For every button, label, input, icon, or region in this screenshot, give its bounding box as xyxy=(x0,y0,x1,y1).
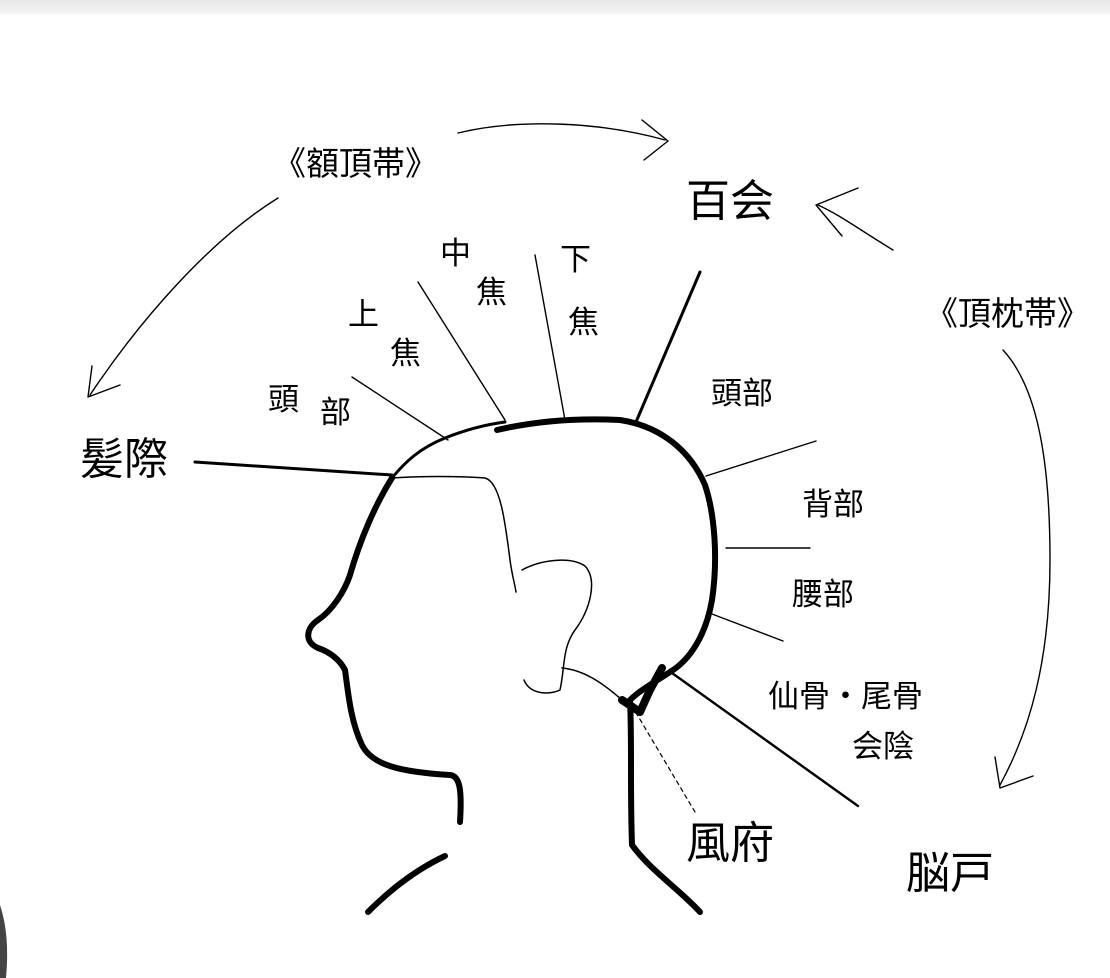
baihui-label: 百会 xyxy=(686,176,774,227)
arrowhead-front-left xyxy=(87,365,121,398)
jaw-line xyxy=(561,667,623,701)
arrow-back-top xyxy=(817,204,894,251)
face-profile xyxy=(305,475,464,825)
head-outline xyxy=(305,416,719,915)
upper-jiao-char-2: 焦 xyxy=(390,336,421,372)
front-head-char-1: 頭 xyxy=(268,382,299,418)
leader-lines xyxy=(193,254,860,813)
leader-back-head xyxy=(705,440,817,477)
naohu-label: 脳戸 xyxy=(906,848,994,899)
leader-lower xyxy=(534,254,566,421)
corner-shadow xyxy=(0,905,8,978)
leader-front-head xyxy=(351,376,449,441)
back-waist-label: 腰部 xyxy=(792,577,854,613)
ear xyxy=(521,559,593,694)
shoulder xyxy=(365,853,448,915)
leader-fajì xyxy=(193,460,394,477)
arrowhead-front-top xyxy=(641,119,669,161)
arrow-back-right xyxy=(999,349,1051,786)
lower-jiao-char-2: 焦 xyxy=(568,305,599,341)
neck-back xyxy=(627,697,703,915)
skull-back xyxy=(494,416,719,703)
arrowhead-back-top xyxy=(815,187,859,237)
fengfu-label: 風府 xyxy=(686,818,774,869)
arrow-front-left xyxy=(89,197,279,396)
front-head-char-2: 部 xyxy=(320,395,351,431)
front-band-label: 《額頂帯》 xyxy=(273,144,438,183)
lower-jiao-char-1: 下 xyxy=(560,242,591,278)
leader-fengfu xyxy=(631,705,696,813)
middle-jiao-char-1: 中 xyxy=(440,236,471,272)
hairline xyxy=(391,475,517,593)
band-arrows xyxy=(87,119,1051,789)
leader-baihui xyxy=(634,270,702,424)
neck-knot xyxy=(618,664,666,716)
leader-waist xyxy=(711,613,784,642)
skull-front xyxy=(390,420,507,480)
sacrum-label: 仙骨・尾骨 xyxy=(768,679,923,715)
back-band-label: 《頂枕帯》 xyxy=(925,294,1090,333)
back-back-label: 背部 xyxy=(802,487,864,523)
perineum-label: 会陰 xyxy=(852,729,914,765)
upper-jiao-char-1: 上 xyxy=(348,297,379,333)
leader-upper xyxy=(417,281,506,421)
fajì-label: 髪際 xyxy=(80,434,168,485)
arrow-front-top xyxy=(457,123,666,141)
leader-naohu xyxy=(670,671,860,808)
middle-jiao-char-2: 焦 xyxy=(476,275,507,311)
arrowhead-back-right xyxy=(994,756,1034,789)
back-head-label: 頭部 xyxy=(711,376,773,412)
